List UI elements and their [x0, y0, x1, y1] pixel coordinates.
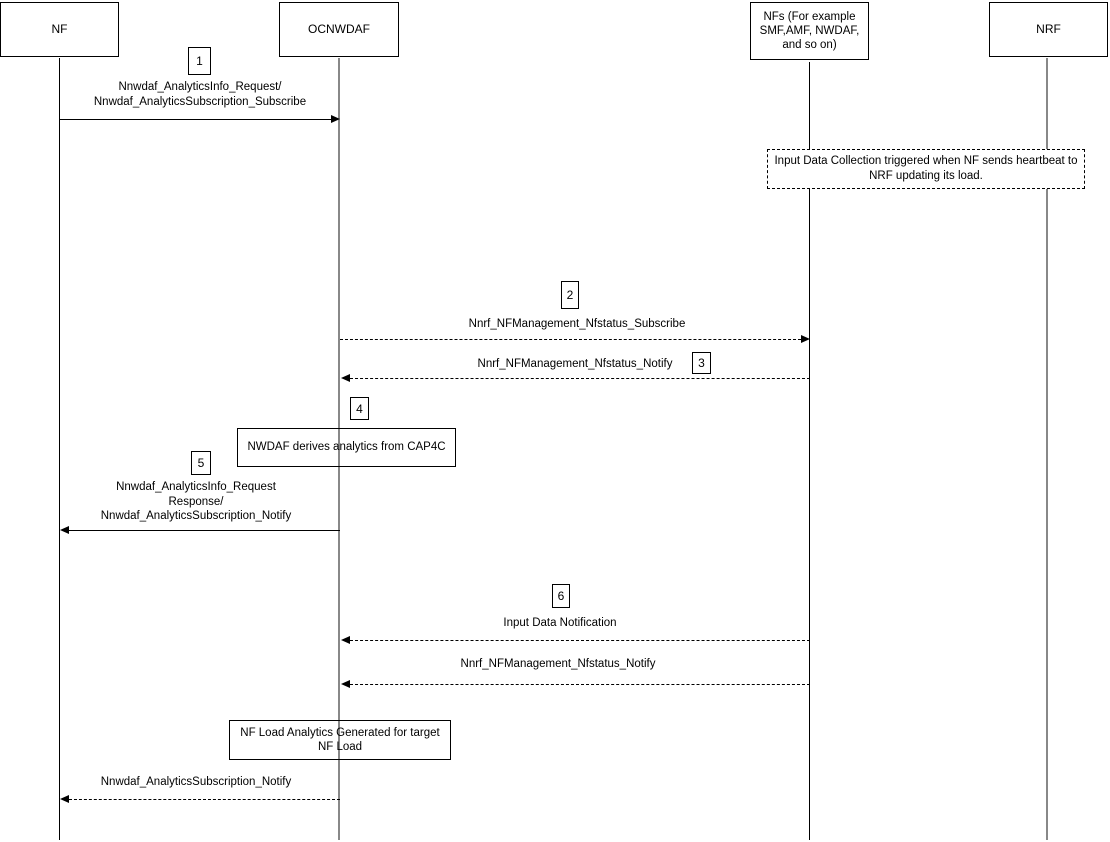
step-number-6: 6	[552, 584, 570, 608]
message-text-7: Nnrf_NFManagement_Nfstatus_Notify	[460, 658, 656, 670]
step-number-1-label: 1	[196, 54, 203, 68]
participant-label-ocnwdaf: OCNWDAF	[308, 22, 370, 37]
step-number-1: 1	[188, 47, 211, 75]
message-line-8	[69, 799, 340, 800]
action-text-derive-analytics: NWDAF derives analytics from CAP4C	[247, 441, 446, 454]
message-line-3	[350, 378, 810, 379]
message-text-5: Nnwdaf_AnalyticsInfo_Request Response/ N…	[100, 481, 292, 523]
message-text-3: Nnrf_NFManagement_Nfstatus_Notify	[477, 358, 673, 370]
participant-box-ocnwdaf: OCNWDAF	[279, 2, 399, 57]
message-label-5: Nnwdaf_AnalyticsInfo_Request Response/ N…	[56, 480, 336, 524]
arrowhead-left-icon	[60, 795, 69, 803]
message-line-2	[340, 339, 801, 340]
step-number-5: 5	[191, 451, 211, 475]
message-line-1	[60, 119, 331, 120]
step-number-5-label: 5	[197, 456, 205, 470]
arrowhead-left-icon	[60, 526, 69, 534]
message-label-7: Nnrf_NFManagement_Nfstatus_Notify	[340, 657, 776, 672]
arrowhead-right-icon	[331, 115, 340, 123]
message-text-2: Nnrf_NFManagement_Nfstatus_Subscribe	[468, 318, 686, 330]
participant-box-nfs: NFs (For example SMF,AMF, NWDAF, and so …	[750, 2, 869, 60]
arrowhead-left-icon	[341, 374, 350, 382]
message-text-6: Input Data Notification	[503, 617, 617, 629]
participant-box-nrf: NRF	[989, 2, 1108, 57]
lifeline-ocnwdaf	[338, 58, 340, 840]
lifeline-nf	[59, 58, 60, 840]
arrowhead-left-icon	[341, 636, 350, 644]
message-label-1: Nnwdaf_AnalyticsInfo_Request/ Nnwdaf_Ana…	[60, 80, 340, 109]
action-box-load-analytics-generated: NF Load Analytics Generated for target N…	[229, 720, 451, 760]
participant-label-nfs: NFs (For example SMF,AMF, NWDAF, and so …	[759, 10, 860, 51]
arrowhead-right-icon	[801, 335, 810, 343]
action-box-derive-analytics: NWDAF derives analytics from CAP4C	[237, 428, 456, 467]
note-text: Input Data Collection triggered when NF …	[774, 155, 1078, 182]
action-text-load-analytics-generated: NF Load Analytics Generated for target N…	[240, 726, 440, 753]
message-line-5	[69, 530, 340, 531]
message-label-6: Input Data Notification	[340, 616, 780, 631]
step-number-2: 2	[561, 281, 579, 309]
step-number-6-label: 6	[557, 589, 565, 603]
participant-box-nf: NF	[0, 2, 119, 57]
lifeline-nrf	[1046, 58, 1048, 840]
participant-label-nrf: NRF	[1036, 22, 1061, 37]
message-line-7	[350, 684, 810, 685]
message-label-3: Nnrf_NFManagement_Nfstatus_Notify	[340, 357, 810, 372]
participant-label-nf: NF	[51, 22, 68, 37]
step-number-4: 4	[350, 397, 369, 420]
message-label-2: Nnrf_NFManagement_Nfstatus_Subscribe	[340, 317, 814, 332]
step-number-3-label: 3	[698, 356, 705, 370]
step-number-3: 3	[692, 352, 711, 374]
message-text-1: Nnwdaf_AnalyticsInfo_Request/ Nnwdaf_Ana…	[93, 81, 307, 108]
lifeline-nfs	[809, 62, 810, 840]
message-label-8: Nnwdaf_AnalyticsSubscription_Notify	[56, 775, 336, 790]
arrowhead-left-icon	[341, 680, 350, 688]
step-number-4-label: 4	[356, 401, 363, 416]
note-input-data-collection: Input Data Collection triggered when NF …	[767, 149, 1085, 189]
step-number-2-label: 2	[566, 288, 574, 302]
message-line-6	[350, 640, 810, 641]
message-text-8: Nnwdaf_AnalyticsSubscription_Notify	[100, 776, 292, 788]
